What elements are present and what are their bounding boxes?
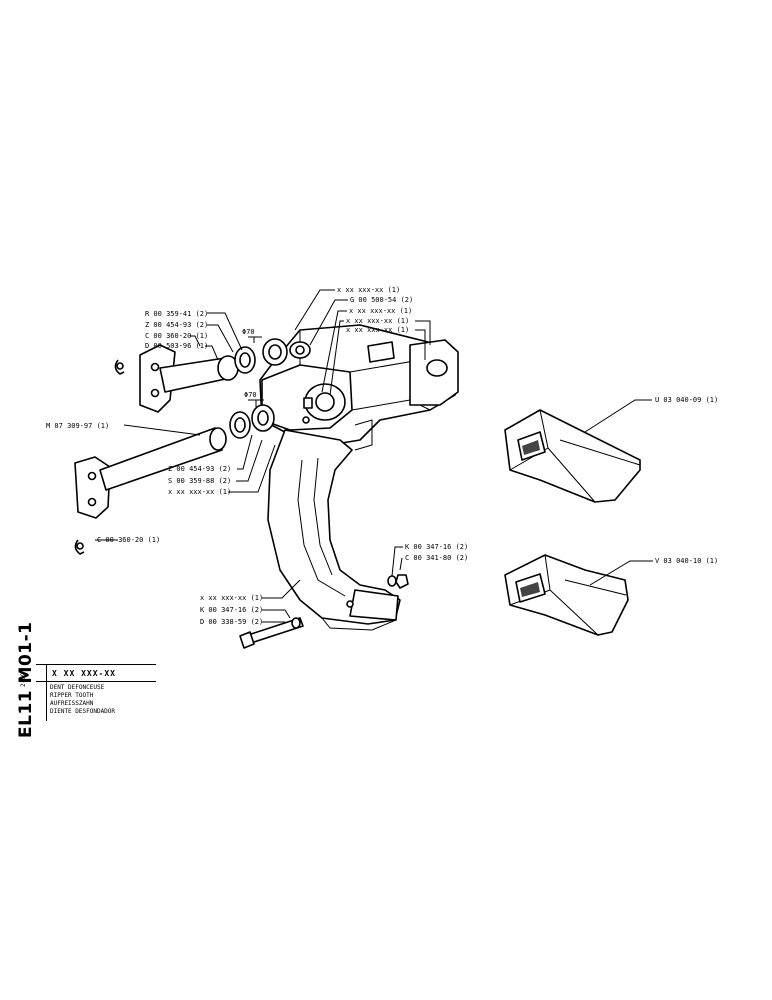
ripper-shank-assembly <box>259 324 459 631</box>
dim-phi70-top: Φ70 <box>242 328 255 336</box>
label-s-00-359-88: S 00 359-88 (2) <box>168 477 231 485</box>
label-c-00-341-80: C 00 341-80 (2) <box>405 554 468 562</box>
title-block: X XX XXX-XX 2-79 DENT DEFONCEUSE RIPPER … <box>20 664 156 721</box>
label-c-00-360-20-low: C 00 360-20 (1) <box>97 536 160 544</box>
name-de: AUFREISSZAHN <box>50 700 94 707</box>
name-es: DIENTE DESFONDADOR <box>50 708 116 715</box>
label-m-07-309-97: M 07 309-97 (1) <box>46 422 109 430</box>
label-v-03-040-10: V 03 040-10 (1) <box>655 557 718 565</box>
bolt-group <box>239 574 409 649</box>
label-u-03-040-09: U 03 040-09 (1) <box>655 396 718 404</box>
title-divider <box>46 665 47 721</box>
tooth-u <box>504 409 641 503</box>
name-fr: DENT DEFONCEUSE <box>50 684 105 691</box>
part-code: X XX XXX-XX <box>36 665 156 682</box>
label-r-00-359-41: R 00 359-41 (2) <box>145 310 208 318</box>
name-en: RIPPER TOOTH <box>50 692 94 699</box>
lower-pin-group <box>74 404 275 555</box>
upper-pin-group <box>114 338 288 413</box>
dimension-marks <box>248 336 264 407</box>
label-x-xx-a: x xx xxx-xx (1) <box>337 286 400 294</box>
part-names: DENT DEFONCEUSE RIPPER TOOTH AUFREISSZAH… <box>50 684 115 716</box>
label-k-00-347-16-left: K 00 347-16 (2) <box>200 606 263 614</box>
label-x-xx-f: x xx xxx-xx (1) <box>200 594 263 602</box>
tooth-v <box>504 554 629 636</box>
label-d-00-503-96: D 00 503-96 (1) <box>145 342 208 350</box>
dim-phi70-mid: Φ70 <box>244 391 257 399</box>
label-x-xx-b: x xx xxx-xx (1) <box>349 307 412 315</box>
leader-lines <box>95 289 653 623</box>
label-d-00-338-59: D 00 338-59 (2) <box>200 618 263 626</box>
label-z-00-454-93-top: Z 00 454-93 (2) <box>145 321 208 329</box>
label-c-00-360-20-top: C 00 360-20 (1) <box>145 332 208 340</box>
revision-date: 2-79 <box>20 672 27 687</box>
label-x-xx-d: x xx xxx-xx (1) <box>346 326 409 334</box>
label-k-00-347-16-right: K 00 347-16 (2) <box>405 543 468 551</box>
label-x-xx-e: x xx xxx-xx (1) <box>168 488 231 496</box>
label-z-00-454-93-mid: Z 00 454-93 (2) <box>168 465 231 473</box>
label-g-00-500-54: G 00 500-54 (2) <box>350 296 413 304</box>
label-x-xx-c: x xx xxx-xx (1) <box>346 317 409 325</box>
